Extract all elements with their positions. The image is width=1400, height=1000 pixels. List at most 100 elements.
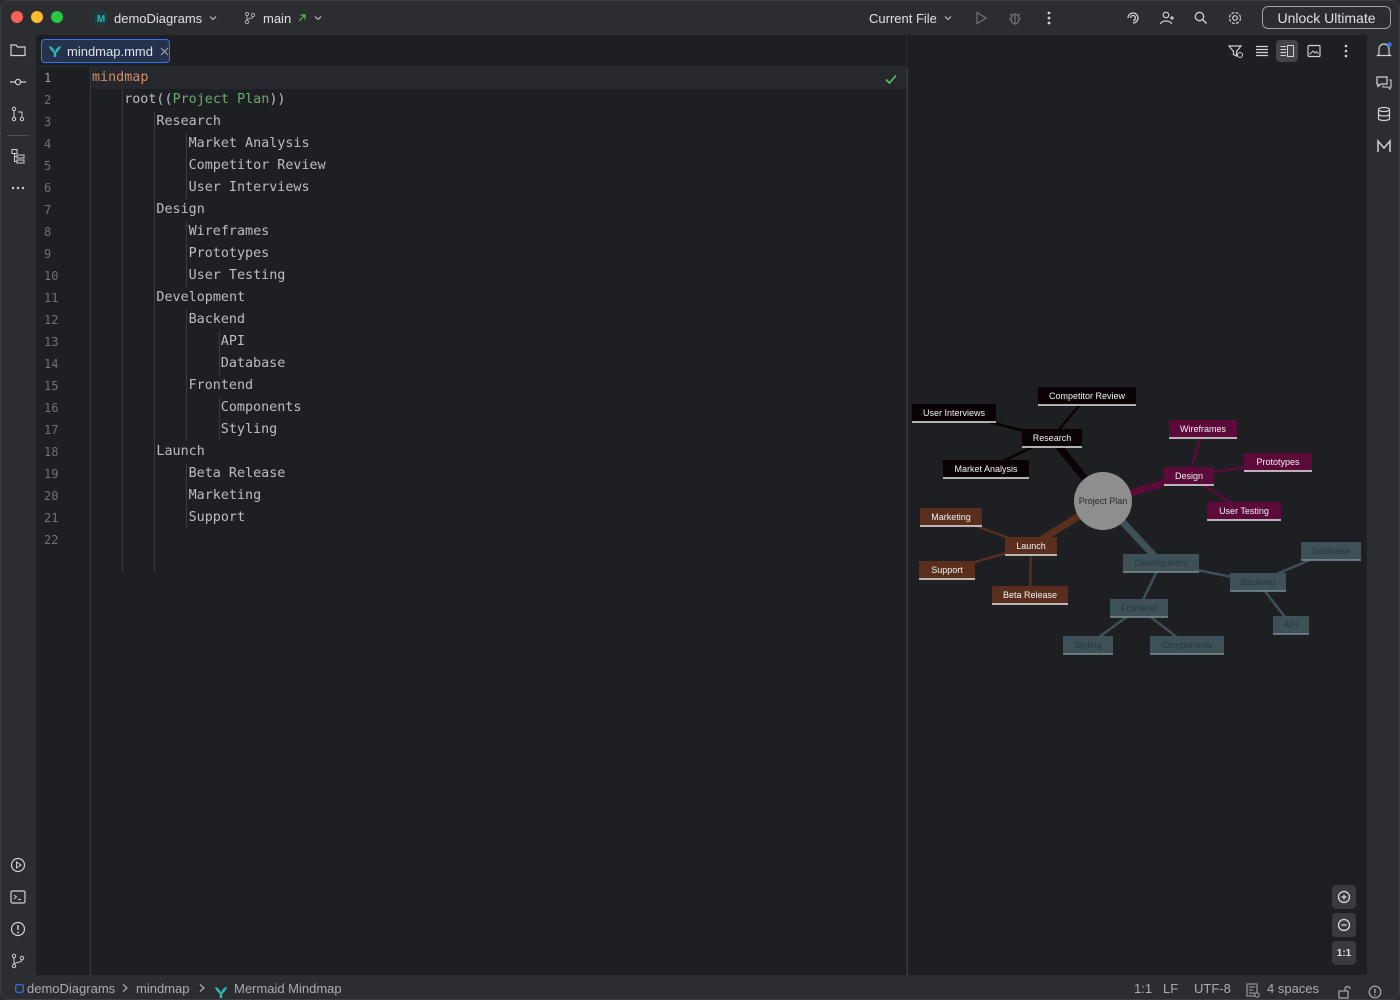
lock-icon[interactable] bbox=[1337, 982, 1351, 996]
code-line[interactable]: Marketing bbox=[189, 485, 262, 507]
code-line[interactable]: Research bbox=[156, 111, 221, 133]
mindmap-node[interactable]: User Interviews bbox=[912, 404, 996, 422]
breadcrumb-diagram[interactable]: Mermaid Mindmap bbox=[234, 976, 342, 1000]
mindmap-node[interactable]: Design bbox=[1164, 467, 1214, 485]
zoom-in-button[interactable] bbox=[1332, 885, 1356, 909]
mindmap-node[interactable]: Marketing bbox=[920, 508, 982, 526]
structure-icon[interactable] bbox=[9, 147, 27, 165]
mindmap-node[interactable]: Launch bbox=[1005, 537, 1057, 555]
folder-icon[interactable] bbox=[9, 41, 27, 59]
debug-icon[interactable] bbox=[1007, 1, 1023, 35]
code-line[interactable]: Beta Release bbox=[189, 463, 286, 485]
preview-more-icon[interactable] bbox=[1341, 43, 1351, 64]
zoom-out-button[interactable] bbox=[1332, 913, 1356, 937]
split-view-icon[interactable] bbox=[1276, 40, 1298, 62]
more-actions-icon[interactable] bbox=[1043, 1, 1055, 35]
mindmap-node[interactable]: Wireframes bbox=[1169, 420, 1237, 438]
add-user-icon[interactable] bbox=[1159, 1, 1175, 35]
problems-status-icon[interactable] bbox=[1368, 982, 1382, 996]
mindmap-node[interactable]: Research bbox=[1022, 429, 1082, 447]
code-token: Competitor Review bbox=[189, 158, 326, 173]
git-icon[interactable] bbox=[9, 952, 27, 970]
run-config-selector[interactable]: Current File bbox=[869, 1, 953, 35]
problems-icon[interactable] bbox=[9, 920, 27, 938]
editor-only-icon[interactable] bbox=[1254, 43, 1270, 64]
check-icon[interactable] bbox=[884, 72, 898, 91]
code-line[interactable]: mindmap bbox=[92, 67, 148, 89]
zoom-window-button[interactable] bbox=[51, 11, 63, 23]
code-line[interactable]: Prototypes bbox=[189, 243, 270, 265]
close-tab-icon[interactable] bbox=[160, 47, 169, 56]
ai-assistant-icon[interactable] bbox=[1125, 1, 1141, 35]
settings-gear-icon[interactable] bbox=[1227, 1, 1243, 35]
commit-icon[interactable] bbox=[9, 73, 27, 91]
code-line[interactable]: Market Analysis bbox=[189, 133, 310, 155]
code-editor[interactable]: 12345678910111213141516171819202122 mind… bbox=[36, 67, 906, 975]
mindmap-node[interactable]: API bbox=[1273, 616, 1309, 634]
terminal-icon[interactable] bbox=[9, 888, 27, 906]
markdown-m-icon[interactable] bbox=[1375, 137, 1393, 155]
database-icon[interactable] bbox=[1375, 105, 1393, 123]
branch-name: main bbox=[263, 11, 291, 26]
mindmap-node[interactable]: Prototypes bbox=[1244, 453, 1312, 471]
code-line[interactable]: Wireframes bbox=[189, 221, 270, 243]
code-line[interactable]: Frontend bbox=[189, 375, 254, 397]
mindmap-node[interactable]: User Testing bbox=[1207, 502, 1281, 520]
line-number: 12 bbox=[36, 309, 88, 331]
code-line[interactable]: root((Project Plan)) bbox=[124, 89, 285, 111]
notifications-bell-icon[interactable] bbox=[1375, 41, 1393, 59]
mindmap-node[interactable]: Market Analysis bbox=[943, 460, 1029, 478]
mindmap-node[interactable]: Competitor Review bbox=[1038, 387, 1136, 405]
line-number: 15 bbox=[36, 375, 88, 397]
indent-icon bbox=[1246, 981, 1260, 996]
mindmap-node[interactable]: Backend bbox=[1230, 573, 1286, 591]
code-line[interactable]: Database bbox=[221, 353, 286, 375]
code-line[interactable]: Design bbox=[156, 199, 204, 221]
actual-size-button[interactable]: 1:1 bbox=[1332, 941, 1356, 965]
code-line[interactable]: Development bbox=[156, 287, 245, 309]
unlock-ultimate-button[interactable]: Unlock Ultimate bbox=[1262, 6, 1391, 29]
line-number: 7 bbox=[36, 199, 88, 221]
code-line[interactable]: User Interviews bbox=[189, 177, 310, 199]
preview-only-icon[interactable] bbox=[1306, 43, 1322, 64]
tab-mindmap[interactable]: mindmap.mmd bbox=[41, 39, 170, 63]
mindmap-node[interactable]: Styling bbox=[1063, 636, 1113, 654]
mindmap-node[interactable]: Frontend bbox=[1110, 599, 1168, 617]
line-separator[interactable]: LF bbox=[1163, 976, 1178, 1000]
project-selector[interactable]: M demoDiagrams bbox=[94, 1, 218, 35]
code-line[interactable]: Styling bbox=[221, 419, 277, 441]
code-line[interactable]: User Testing bbox=[189, 265, 286, 287]
mindmap-node[interactable]: Support bbox=[919, 561, 975, 579]
inspect-filter-icon[interactable] bbox=[1227, 43, 1243, 64]
breadcrumb-project[interactable]: demoDiagrams bbox=[27, 976, 115, 1000]
code-token: Beta Release bbox=[189, 466, 286, 481]
file-encoding[interactable]: UTF-8 bbox=[1194, 976, 1231, 1000]
services-icon[interactable] bbox=[9, 856, 27, 874]
line-number: 8 bbox=[36, 221, 88, 243]
code-line[interactable]: Competitor Review bbox=[189, 155, 326, 177]
search-icon[interactable] bbox=[1193, 1, 1209, 35]
mindmap-node[interactable]: Components bbox=[1150, 636, 1224, 654]
caret-position[interactable]: 1:1 bbox=[1134, 976, 1152, 1000]
code-line[interactable]: Launch bbox=[156, 441, 204, 463]
line-number-gutter: 12345678910111213141516171819202122 bbox=[36, 67, 91, 975]
svg-text:M: M bbox=[97, 14, 105, 25]
mindmap-node[interactable]: Development bbox=[1123, 554, 1199, 572]
indent-setting[interactable]: 4 spaces bbox=[1267, 976, 1319, 1000]
mindmap-node[interactable]: Beta Release bbox=[992, 586, 1068, 604]
run-icon[interactable] bbox=[973, 1, 989, 35]
line-number: 19 bbox=[36, 463, 88, 485]
code-line[interactable]: API bbox=[221, 331, 245, 353]
code-line[interactable]: Support bbox=[189, 507, 245, 529]
branch-selector[interactable]: main bbox=[243, 1, 323, 35]
pull-requests-icon[interactable] bbox=[9, 105, 27, 123]
breadcrumb-file[interactable]: mindmap bbox=[136, 976, 189, 1000]
close-window-button[interactable] bbox=[11, 11, 23, 23]
code-line[interactable]: Backend bbox=[189, 309, 245, 331]
line-number: 22 bbox=[36, 529, 88, 551]
code-line[interactable]: Components bbox=[221, 397, 302, 419]
minimize-window-button[interactable] bbox=[31, 11, 43, 23]
mindmap-node[interactable]: Database bbox=[1301, 542, 1361, 560]
ai-chat-icon[interactable] bbox=[1375, 73, 1393, 91]
more-tools-icon[interactable] bbox=[9, 179, 27, 197]
